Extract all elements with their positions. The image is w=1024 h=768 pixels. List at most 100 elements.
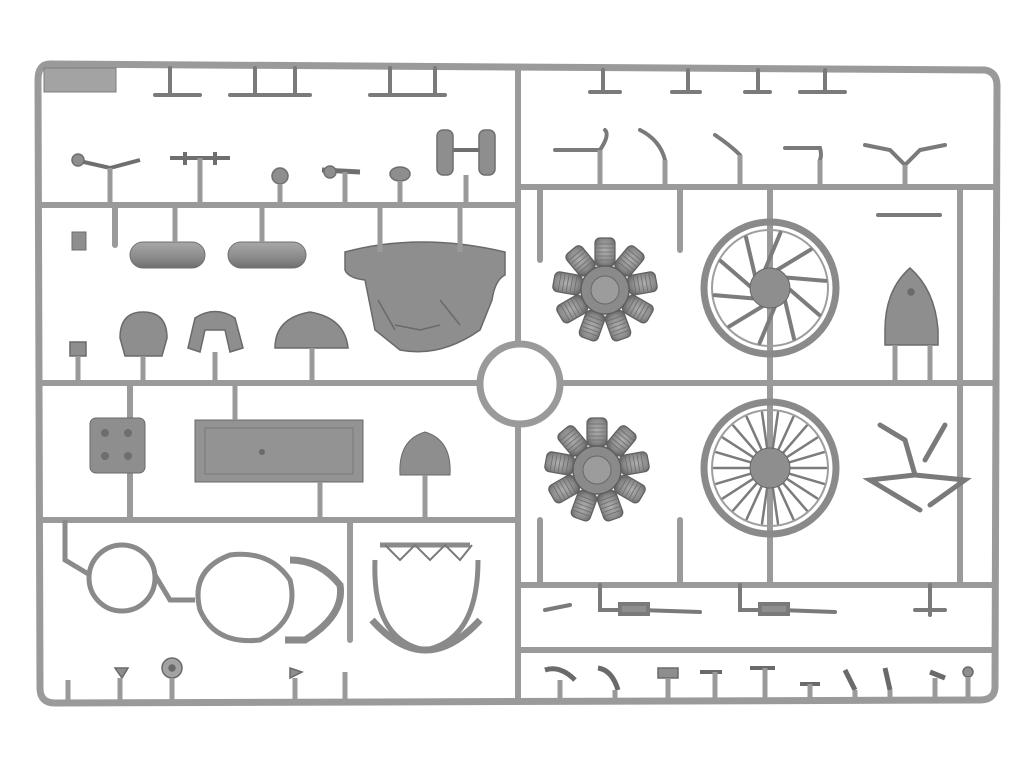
cylinder-fin bbox=[577, 260, 594, 274]
cylinder-fin bbox=[624, 454, 629, 475]
cylinder-fin bbox=[601, 505, 621, 514]
cylinder-fin bbox=[579, 329, 599, 338]
ring-spoke bbox=[786, 471, 825, 486]
cylinder-fin bbox=[613, 434, 630, 448]
ring-spoke bbox=[715, 450, 754, 465]
cylinder-fin bbox=[575, 498, 595, 506]
cylinder-fin bbox=[569, 274, 574, 295]
cylinder-fin bbox=[583, 318, 603, 326]
ring-spoke bbox=[783, 476, 819, 500]
cylinder-fin bbox=[571, 509, 591, 518]
seat-back-middle bbox=[399, 431, 451, 520]
small-parts-second-row bbox=[71, 129, 496, 205]
cylinder-fin bbox=[563, 302, 574, 320]
cylinder-fin bbox=[618, 428, 635, 442]
cylinder-fin bbox=[616, 260, 633, 274]
cylinder-fin bbox=[624, 251, 640, 265]
cylinder-fin bbox=[553, 452, 558, 473]
cylinder-fin bbox=[636, 452, 641, 473]
floor-panel bbox=[194, 383, 364, 520]
cylinder-fin bbox=[561, 454, 566, 475]
cylinder-fin bbox=[632, 453, 637, 474]
cylinder-fin bbox=[561, 272, 566, 293]
ring-inner bbox=[711, 409, 829, 527]
cylinder-fin bbox=[597, 494, 617, 502]
cylinder-fin bbox=[577, 494, 597, 502]
cylinder-fin bbox=[607, 318, 627, 326]
cylinder-fin bbox=[610, 437, 627, 451]
cylinder-fin bbox=[603, 509, 623, 518]
cylinder-fin bbox=[572, 254, 589, 268]
cylinder-fin bbox=[621, 254, 638, 268]
cylinder-fin bbox=[574, 501, 594, 510]
cylinder-fin bbox=[626, 248, 643, 262]
outer-runner-frame bbox=[34, 60, 1001, 707]
ring-spoke bbox=[782, 296, 796, 341]
ring-outer bbox=[700, 398, 840, 538]
landing-gear-strut bbox=[862, 422, 972, 513]
ring-spoke bbox=[773, 247, 813, 273]
ring-spoke bbox=[721, 436, 757, 460]
cylinder-fin bbox=[566, 300, 578, 318]
cylinder-fin bbox=[549, 452, 554, 472]
cylinder-fin bbox=[632, 300, 644, 318]
ring-spoke bbox=[760, 411, 769, 452]
cylinder-fin bbox=[575, 257, 592, 271]
cylinder-fin bbox=[559, 304, 571, 322]
cylinder-fin bbox=[570, 251, 586, 265]
small-block bbox=[71, 231, 87, 251]
ring-outer bbox=[700, 218, 840, 358]
box-part bbox=[89, 417, 146, 474]
ring-spoke bbox=[776, 415, 795, 453]
cylinder-fin bbox=[562, 478, 573, 496]
cylinder-fin bbox=[616, 431, 632, 445]
cylinder-fin bbox=[570, 298, 581, 316]
machine-guns bbox=[543, 583, 947, 617]
cylinder-fin bbox=[573, 274, 578, 295]
cylinder-fin bbox=[636, 302, 647, 320]
radial-engine-top bbox=[552, 237, 658, 342]
cylinder-fin bbox=[562, 431, 578, 445]
cylinder-fin bbox=[628, 482, 639, 500]
ring-spoke bbox=[712, 293, 758, 301]
ring-spoke bbox=[715, 471, 754, 486]
center-ring bbox=[476, 340, 564, 428]
cylinder-fin bbox=[640, 273, 645, 294]
struts-top-right bbox=[553, 68, 947, 217]
cylinder-fin bbox=[557, 453, 562, 474]
ring-hub bbox=[749, 447, 791, 489]
truss-frame bbox=[384, 543, 473, 562]
cylinder-fin bbox=[632, 274, 637, 295]
ring-spoke bbox=[718, 259, 754, 290]
ring-spoke bbox=[721, 476, 757, 500]
ring-spoke bbox=[786, 450, 825, 465]
cylinder-fin bbox=[605, 314, 625, 322]
ring-spoke bbox=[745, 483, 764, 521]
cylinder-fin bbox=[640, 452, 645, 472]
cylinder-fin bbox=[565, 454, 570, 475]
ring-spoke bbox=[780, 480, 808, 512]
cylinder-fin bbox=[565, 476, 577, 494]
cylinder-fin bbox=[629, 298, 640, 316]
cylinder-fin bbox=[618, 257, 635, 271]
gate-tab bbox=[43, 67, 117, 93]
radial-engine-bottom bbox=[544, 417, 650, 522]
ring-spoke bbox=[782, 275, 828, 283]
cylinder-fin bbox=[555, 482, 566, 500]
ring-spoke bbox=[786, 286, 822, 317]
cylinder-fin bbox=[581, 325, 601, 334]
ring-spoke bbox=[727, 303, 767, 329]
engine-hub bbox=[590, 275, 620, 305]
ring-spoke bbox=[757, 303, 778, 346]
cylinder-fin bbox=[600, 501, 620, 510]
cylinder-fin bbox=[558, 480, 570, 498]
cylinder-fin bbox=[565, 273, 570, 294]
cylinder-fin bbox=[617, 476, 629, 494]
cylinder-fin bbox=[639, 304, 651, 322]
cylinder-fin bbox=[608, 440, 625, 454]
cylinder-fin bbox=[557, 272, 562, 292]
cylinder-fin bbox=[631, 484, 643, 502]
cylinder-fin bbox=[599, 498, 619, 506]
ring-spoke bbox=[780, 424, 808, 456]
